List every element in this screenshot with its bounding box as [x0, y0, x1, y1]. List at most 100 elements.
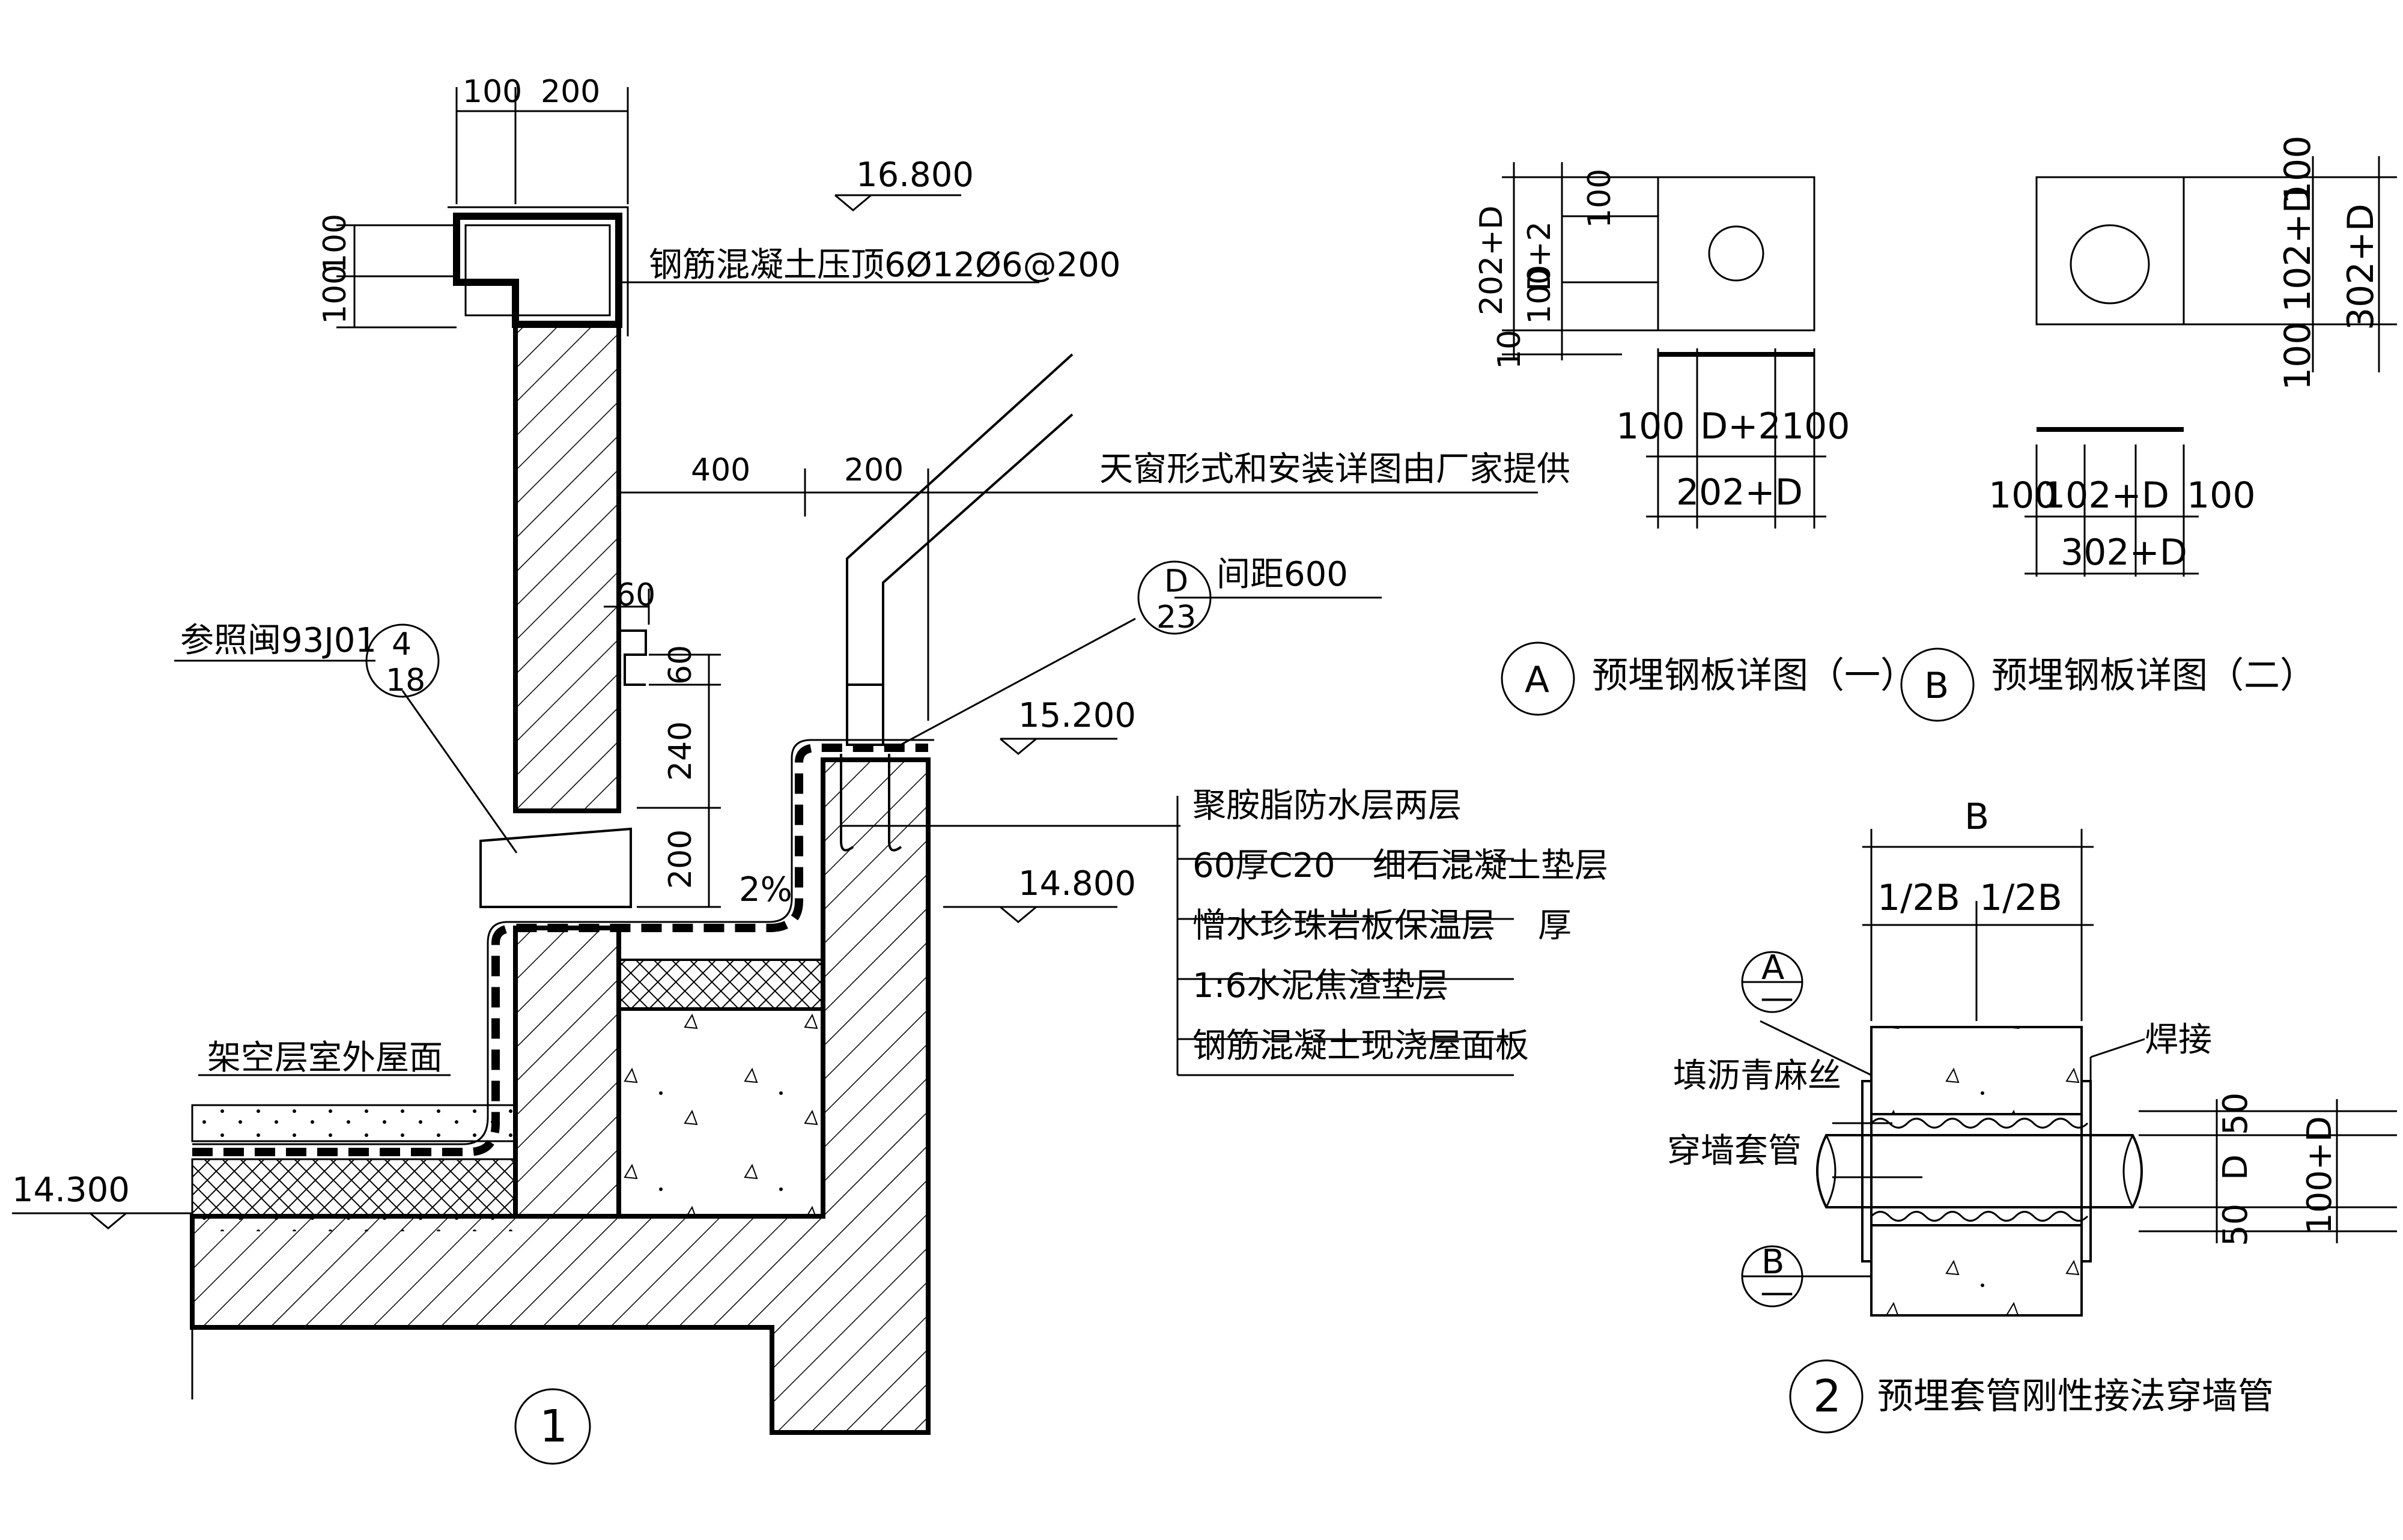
layer-3a-label: 憎水珍珠岩板保温层 [1192, 906, 1495, 945]
flange-left [1861, 1080, 1873, 1263]
plate-a-hdim-100-right: 100 [1781, 405, 1850, 447]
ref-circle-D-23 [1137, 560, 1212, 635]
plate-b-hdim-100-right: 100 [2187, 474, 2256, 517]
detail-2-number-circle [1789, 1359, 1864, 1434]
waterproof-membrane [192, 744, 928, 1156]
layer-2b-label: 细石混凝土垫层 [1373, 846, 1608, 885]
dim-half-B-left: 1/2B [1877, 877, 1960, 919]
plate-a-vdim-100a: 100 [1582, 169, 1618, 228]
layer-2a-label: 60厚C20 [1192, 846, 1335, 885]
coping-label: 钢筋混凝土压顶6Ø12Ø6@200 [649, 246, 1121, 285]
layer-1-label: 聚胺脂防水层两层 [1192, 786, 1462, 825]
elev-14300: 14.300 [12, 1171, 130, 1210]
dimension-lines [336, 87, 1072, 908]
insulation-layer [618, 959, 824, 1010]
plate-b-vdim-100b: 100 [2277, 321, 2319, 390]
ref-top-num: 4 [392, 626, 412, 662]
plate-a-hdim-D2: D+2 [1700, 405, 1781, 447]
dim-240: 240 [663, 721, 699, 781]
upstand-left [513, 926, 621, 1219]
plate-a-letter: A [1525, 659, 1549, 701]
plate-b-hole [2070, 224, 2150, 305]
dim-60-b: 60 [663, 645, 699, 685]
anchor-top-letter: D [1164, 563, 1188, 599]
plate-a-title: 预埋钢板详图（一） [1592, 655, 1916, 697]
elev-14800: 14.800 [1018, 864, 1136, 903]
plate-a-vdim-100b: 100 [1522, 265, 1558, 324]
dim-200-top: 200 [541, 74, 600, 110]
detail2-A-sub: — [1760, 978, 1794, 1017]
plate-b-letter-circle [1900, 647, 1975, 722]
ref-bottom-num: 18 [386, 662, 425, 699]
slope-label: 2% [739, 870, 792, 909]
refer-label: 参照闽93J01 [180, 621, 377, 660]
plate-a-detail: 202+D D+2 100 100 10 100 D+2 100 202+D A… [1474, 162, 1916, 716]
plate-a-vdim-10: 10 [1492, 330, 1528, 369]
dim-200-mid: 200 [844, 452, 904, 488]
dim-200-lower: 200 [663, 829, 699, 889]
plate-a-vdim-D2: D+2 [1522, 221, 1558, 291]
detail-1-number-circle [514, 1388, 591, 1465]
wavy-filler-bottom [1870, 1211, 2089, 1222]
skylight-frame [846, 353, 1074, 685]
skylight-label: 天窗形式和安装详图由厂家提供 [1099, 450, 1570, 489]
detail2-A-letter: A [1761, 948, 1784, 987]
spacing-label: 间距600 [1217, 555, 1348, 594]
plate-b-vdim-total: 302+D [2340, 204, 2382, 330]
flange-right [2080, 1080, 2092, 1263]
plate-b-letter: B [1924, 665, 1949, 707]
leader-lines [174, 281, 1538, 1076]
plate-b-square [2035, 176, 2185, 326]
detail2-B-letter: B [1761, 1243, 1784, 1282]
detail-2-number: 2 [1813, 1371, 1841, 1422]
plate-b-detail: 100 102+D 100 302+D 100 102+D 100 302+D … [1900, 135, 2397, 722]
layer-5-label: 钢筋混凝土现浇屋面板 [1192, 1026, 1529, 1066]
plate-a-square [1657, 176, 1815, 332]
ref-circle-4-18 [365, 623, 440, 698]
plate-a-vdim-202D: 202+D [1474, 205, 1510, 315]
coping-block [453, 213, 622, 328]
wavy-filler-top [1870, 1118, 2089, 1129]
dim-100-left-a: 100 [317, 214, 353, 273]
parapet-wall [513, 322, 621, 813]
gutter-block [479, 827, 632, 908]
detail2-B-sub: — [1760, 1273, 1794, 1312]
plate-b-title: 预埋钢板详图（二） [1991, 655, 2316, 697]
through-pipe [1816, 1134, 2143, 1208]
elevation-marks [12, 194, 1117, 1229]
sleeve-label: 穿墙套管 [1667, 1132, 1802, 1171]
dim-D: D [2216, 1154, 2255, 1180]
detail-2-title: 预埋套管刚性接法穿墙管 [1877, 1375, 2274, 1417]
upstand-right [190, 757, 931, 1435]
cinder-fill [617, 1007, 825, 1218]
dim-B: B [1964, 796, 1989, 838]
fill-label: 填沥青麻丝 [1673, 1056, 1841, 1096]
anchor-bottom-num: 23 [1156, 599, 1196, 635]
plate-a-hdim-100-left: 100 [1616, 405, 1685, 447]
dim-100D: 100+D [2300, 1116, 2339, 1234]
anchor-bolts [840, 754, 902, 852]
plate-b-hdim-102D: 102+D [2043, 474, 2169, 517]
plate-b-vdim-102D: 102+D [2277, 186, 2319, 312]
plate-b-hdim-total: 302+D [2061, 532, 2187, 574]
wall-upper [1870, 1026, 2083, 1115]
elev-15200: 15.200 [1018, 696, 1136, 735]
dim-400: 400 [691, 452, 750, 488]
dim-100-top: 100 [463, 74, 522, 110]
plate-a-letter-circle [1501, 641, 1575, 716]
elev-16800: 16.800 [856, 156, 974, 195]
overhead-roof-label: 架空层室外屋面 [207, 1038, 443, 1078]
layer-4-label: 1:6水泥焦渣垫层 [1192, 966, 1448, 1005]
plate-a-hdim-total: 202+D [1676, 471, 1803, 514]
dim-50-top: 50 [2216, 1093, 2255, 1135]
detail-1: 100 200 100 100 400 200 60 60 240 200 16… [12, 74, 1608, 1465]
dim-half-B-right: 1/2B [1979, 877, 2062, 919]
drip-notch [619, 629, 647, 686]
detail-2: B 1/2B 1/2B A — B — 焊接 填沥青麻丝 穿墙套管 50 D 5… [1667, 796, 2397, 1434]
plate-a-hole [1708, 225, 1764, 282]
layer-3b-label: 厚 [1538, 906, 1572, 945]
weld-label: 焊接 [2145, 1020, 2212, 1060]
plate-b-hdim-100-left: 100 [1988, 474, 2058, 517]
wall-lower [1870, 1224, 2083, 1317]
